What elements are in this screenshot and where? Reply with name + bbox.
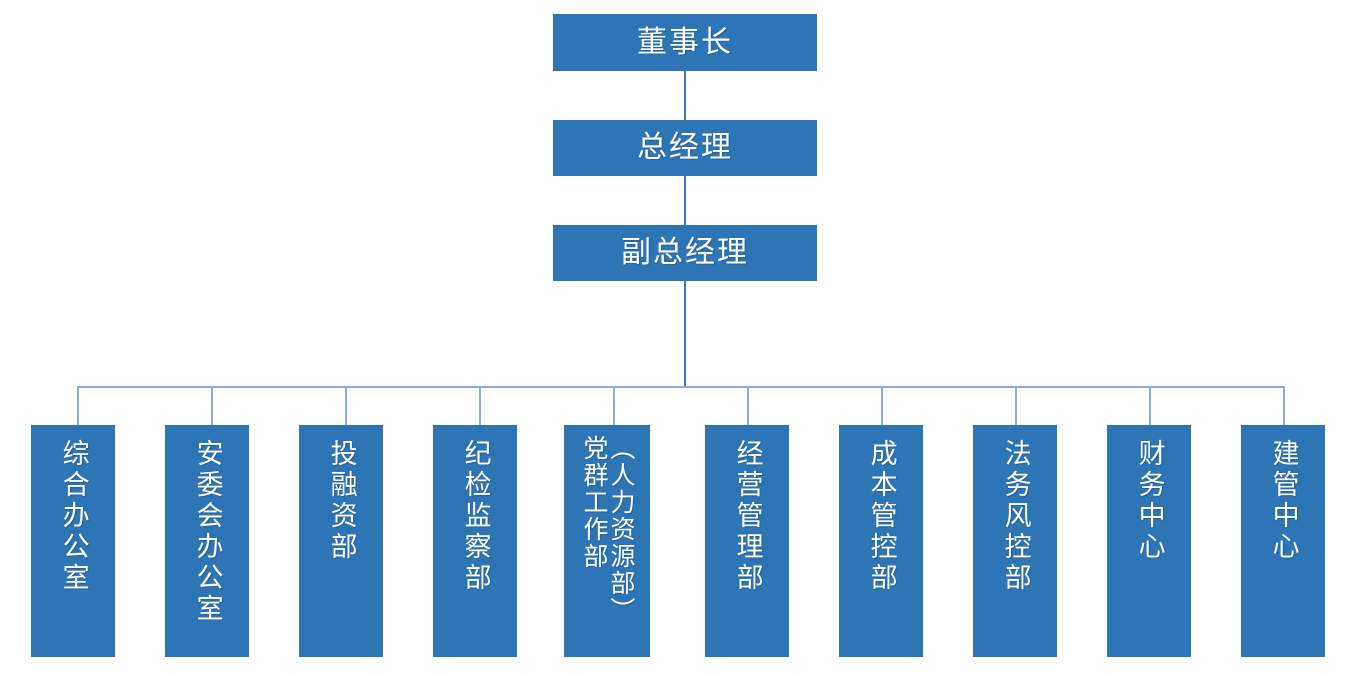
node-general-manager[interactable]: 总经理 [553,120,817,176]
connector-drop-6 [747,386,749,425]
connector-chairman-to-gm [684,71,686,120]
node-cost-control-label: 成本管控部 [866,439,897,594]
node-operations-management[interactable]: 经营管理部 [705,425,789,657]
connector-drop-7 [881,386,883,425]
connector-drop-2 [211,386,213,425]
node-investment-financing-label: 投融资部 [326,439,357,563]
node-chairman[interactable]: 董事长 [553,14,817,71]
connector-horizontal-bus [77,386,1283,388]
connector-drop-9 [1149,386,1151,425]
node-discipline-inspection-label: 纪检监察部 [460,439,491,594]
connector-drop-1 [77,386,79,425]
connector-deputy-to-bus [684,281,686,387]
node-finance-center[interactable]: 财务中心 [1107,425,1191,657]
node-party-mass-work[interactable]: （人力资源部） 党群工作部 [564,425,650,657]
connector-drop-4 [479,386,481,425]
node-legal-risk-control-label: 法务风控部 [1000,439,1031,594]
node-discipline-inspection[interactable]: 纪检监察部 [433,425,517,657]
node-investment-financing[interactable]: 投融资部 [299,425,383,657]
node-legal-risk-control[interactable]: 法务风控部 [973,425,1057,657]
node-finance-center-label: 财务中心 [1134,439,1165,563]
connector-drop-10 [1283,386,1285,425]
node-safety-committee-office[interactable]: 安委会办公室 [165,425,249,657]
node-chairman-label: 董事长 [637,25,733,59]
node-general-office-label: 综合办公室 [58,439,89,594]
connector-drop-3 [345,386,347,425]
node-safety-committee-office-label: 安委会办公室 [192,439,223,625]
node-deputy-general-manager-label: 副总经理 [621,236,749,269]
node-construction-mgmt-center[interactable]: 建管中心 [1241,425,1325,657]
connector-drop-8 [1015,386,1017,425]
node-party-mass-work-label: 党群工作部 [580,435,608,570]
node-operations-management-label: 经营管理部 [732,439,763,594]
node-general-office[interactable]: 综合办公室 [31,425,115,657]
node-party-mass-work-sublabel: （人力资源部） [607,435,635,624]
connector-gm-to-deputy [684,176,686,225]
node-general-manager-label: 总经理 [637,131,733,164]
connector-drop-5 [613,386,615,425]
node-cost-control[interactable]: 成本管控部 [839,425,923,657]
node-construction-mgmt-center-label: 建管中心 [1268,439,1299,563]
node-deputy-general-manager[interactable]: 副总经理 [553,225,817,281]
